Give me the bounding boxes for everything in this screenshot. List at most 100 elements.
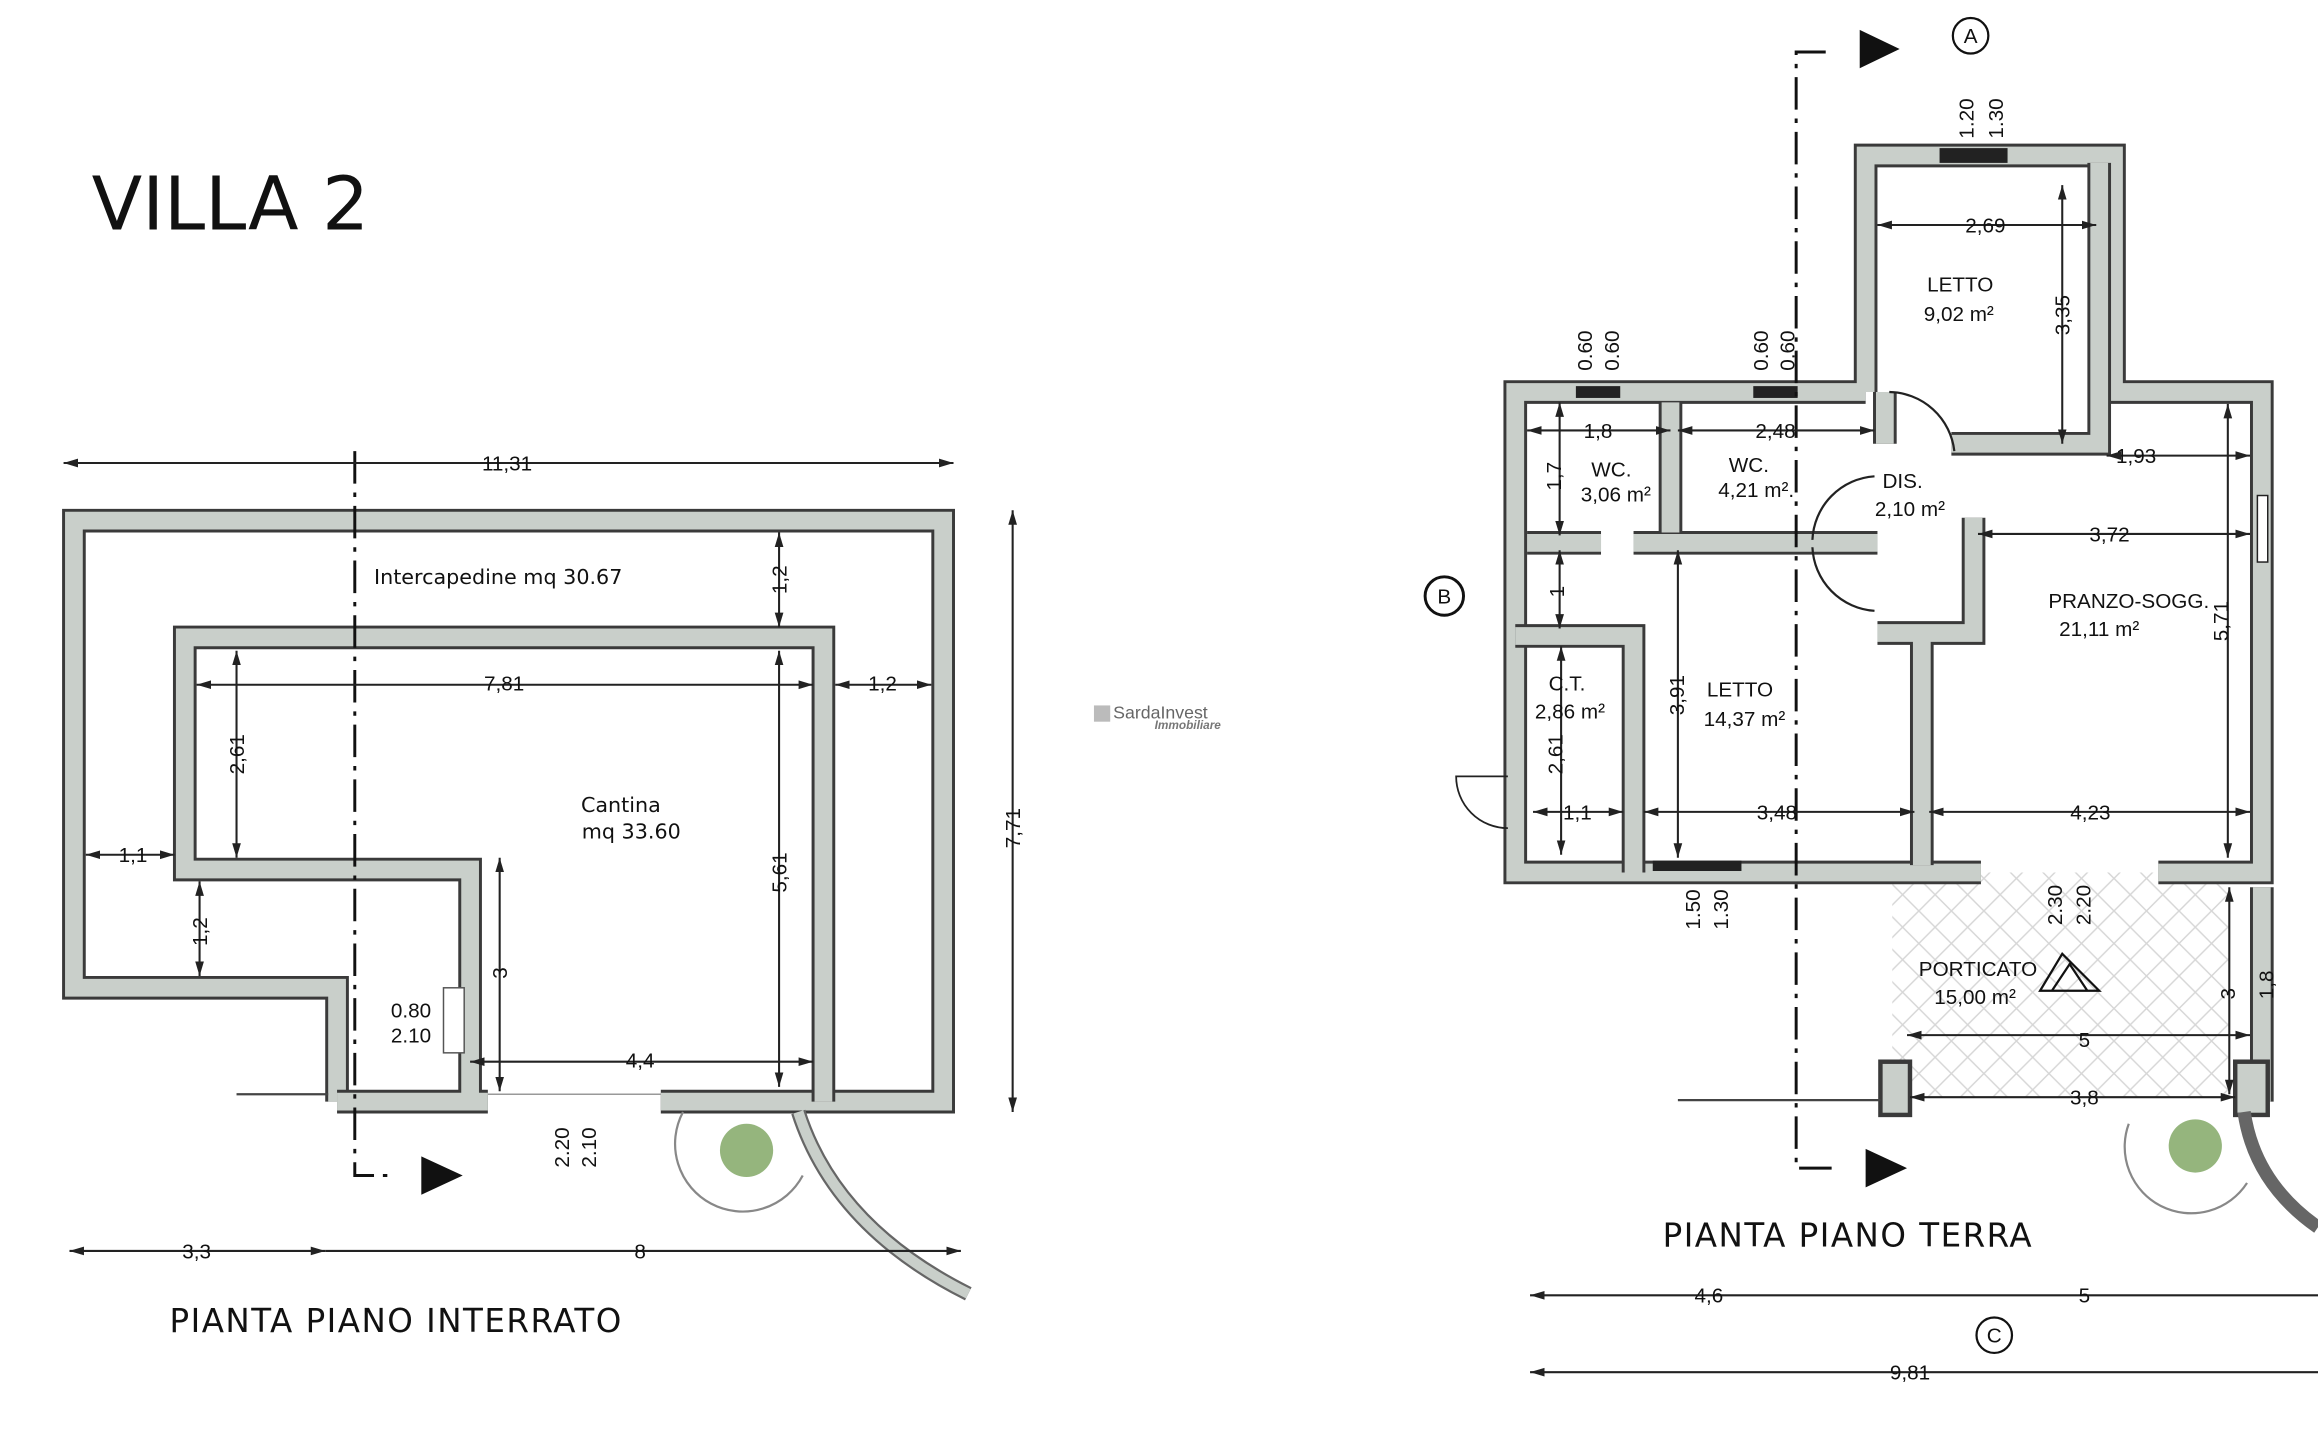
villa-title: VILLA 2 xyxy=(92,161,369,247)
dim-label: 0.60 xyxy=(1777,331,1800,371)
room-label-wc-1: WC. xyxy=(1591,458,1631,481)
dim-label: 1.20 xyxy=(1956,98,1979,138)
room-label-ct: C.T. xyxy=(1549,673,1586,696)
dim-label: 2,61 xyxy=(226,734,249,774)
dim-label: 3,8 xyxy=(2070,1087,2099,1110)
dim-label: 2.20 xyxy=(2072,885,2095,925)
porch-column xyxy=(2232,1059,2270,1118)
dim-label: 1,2 xyxy=(868,673,897,696)
ground-dimensions xyxy=(1527,185,2318,1377)
north-arrow-icon xyxy=(2038,952,2102,992)
basement-plan: 11,31 Intercapedine mq 30.67 1,2 7,81 1,… xyxy=(62,451,1025,1340)
room-area-wc-1: 3,06 m² xyxy=(1581,483,1651,506)
ground-plan: A B C 1.20 1.30 2,69 3,35 0.60 0.60 0.60… xyxy=(1423,16,2318,1385)
room-area-letto-1: 9,02 m² xyxy=(1924,303,1994,326)
dim-label: 4,6 xyxy=(1695,1285,1724,1308)
dim-label: 4,4 xyxy=(626,1050,655,1073)
section-line-basement xyxy=(353,451,388,1178)
dim-label: 3,72 xyxy=(2089,523,2129,546)
dim-label: 1,2 xyxy=(768,565,791,594)
dim-label: 3,91 xyxy=(1666,675,1689,715)
dim-label: 2.20 xyxy=(551,1127,574,1167)
section-arrow-icon xyxy=(1865,1148,1908,1188)
dim-label: 1 xyxy=(1546,586,1569,598)
dim-label: 1,8 xyxy=(2256,970,2279,999)
dim-label: 3,48 xyxy=(1757,801,1797,824)
dim-label: 5,71 xyxy=(2210,601,2233,641)
dim-label: 1.30 xyxy=(1985,98,2008,138)
dim-label: 1.30 xyxy=(1710,889,1733,929)
dim-label: 3 xyxy=(489,967,512,979)
dim-label: 0.60 xyxy=(1750,331,1773,371)
dim-label: 7,71 xyxy=(1002,808,1025,848)
section-marker-c: C xyxy=(1975,1316,2014,1355)
room-label-wc-2: WC. xyxy=(1729,454,1769,477)
dim-label: 0.60 xyxy=(1574,331,1597,371)
dim-label: 5,61 xyxy=(768,852,791,892)
dim-label: 2.10 xyxy=(578,1127,601,1167)
room-area-ct: 2,86 m² xyxy=(1535,701,1605,724)
door-swing xyxy=(1889,390,1956,452)
dim-label: 2,48 xyxy=(1755,420,1795,443)
room-area-wc-2: 4,21 m². xyxy=(1718,479,1794,502)
svg-text:B: B xyxy=(1437,585,1451,608)
section-arrow-icon xyxy=(421,1156,463,1195)
section-marker-a: A xyxy=(1951,16,1990,55)
room-label-pranzo-sogg: PRANZO-SOGG. xyxy=(2048,590,2209,613)
dim-label: 3 xyxy=(2217,988,2240,1000)
dim-label: 1,93 xyxy=(2116,445,2156,468)
svg-text:C: C xyxy=(1987,1325,2002,1348)
window xyxy=(1753,386,1798,398)
window xyxy=(1652,860,1742,872)
dim-label: 1,1 xyxy=(1563,801,1592,824)
window xyxy=(1575,386,1621,398)
window xyxy=(2256,494,2269,563)
door-width: 0.80 xyxy=(391,999,431,1022)
dim-label: 7,81 xyxy=(484,673,524,696)
dim-label: 2,69 xyxy=(1965,214,2005,237)
section-arrow-icon xyxy=(1859,29,1900,69)
room-label-dis: DIS. xyxy=(1882,470,1922,493)
dim-label: 1,8 xyxy=(1584,420,1613,443)
dim-label: 1,7 xyxy=(1543,462,1566,491)
room-label-porticato: PORTICATO xyxy=(1919,958,2037,981)
basement-walls xyxy=(62,508,955,1114)
basement-dimensions xyxy=(63,458,1017,1256)
door-swing xyxy=(1811,475,1875,612)
door-swing xyxy=(1455,775,1508,830)
dim-label: 1,1 xyxy=(119,844,148,867)
door-height: 2.10 xyxy=(391,1024,431,1047)
plan-title-basement: PIANTA PIANO INTERRATO xyxy=(170,1302,623,1340)
dim-label: 8 xyxy=(634,1240,646,1263)
dim-label: 1,2 xyxy=(189,917,212,946)
dim-label: 0.60 xyxy=(1601,331,1624,371)
dim-label: 9,81 xyxy=(1890,1362,1930,1385)
room-area-porticato: 15,00 m² xyxy=(1934,986,2016,1009)
svg-text:Immobiliare: Immobiliare xyxy=(1155,718,1222,732)
window xyxy=(1939,148,2008,163)
dim-label: 4,23 xyxy=(2070,801,2110,824)
section-marker-b: B xyxy=(1423,575,1466,617)
dim-label: 11,31 xyxy=(482,452,532,475)
watermark-logo: SardaInvest Immobiliare xyxy=(1093,703,1222,732)
section-line-ground xyxy=(1794,50,1834,1170)
room-area-cantina: mq 33.60 xyxy=(582,819,681,843)
room-area-dis: 2,10 m² xyxy=(1875,498,1945,521)
porch-paving xyxy=(1892,872,2230,1098)
room-area-pranzo-sogg: 21,11 m² xyxy=(2059,618,2139,641)
plan-title-ground: PIANTA PIANO TERRA xyxy=(1663,1216,2033,1254)
ground-walls xyxy=(1455,143,2274,1118)
dim-label: 3,3 xyxy=(182,1240,211,1263)
porch-column xyxy=(1878,1059,1913,1118)
basement-garden xyxy=(673,1109,972,1301)
room-label-cantina: Cantina xyxy=(581,793,661,817)
dim-label: 1.50 xyxy=(1682,889,1705,929)
dim-label: 5 xyxy=(2079,1029,2091,1052)
dim-label: 3,35 xyxy=(2052,295,2075,335)
dim-label: 2.30 xyxy=(2044,885,2067,925)
room-area-letto-2: 14,37 m² xyxy=(1704,708,1786,731)
svg-text:SardaInvest: SardaInvest xyxy=(1113,703,1208,723)
room-label-letto-1: LETTO xyxy=(1927,274,1993,297)
